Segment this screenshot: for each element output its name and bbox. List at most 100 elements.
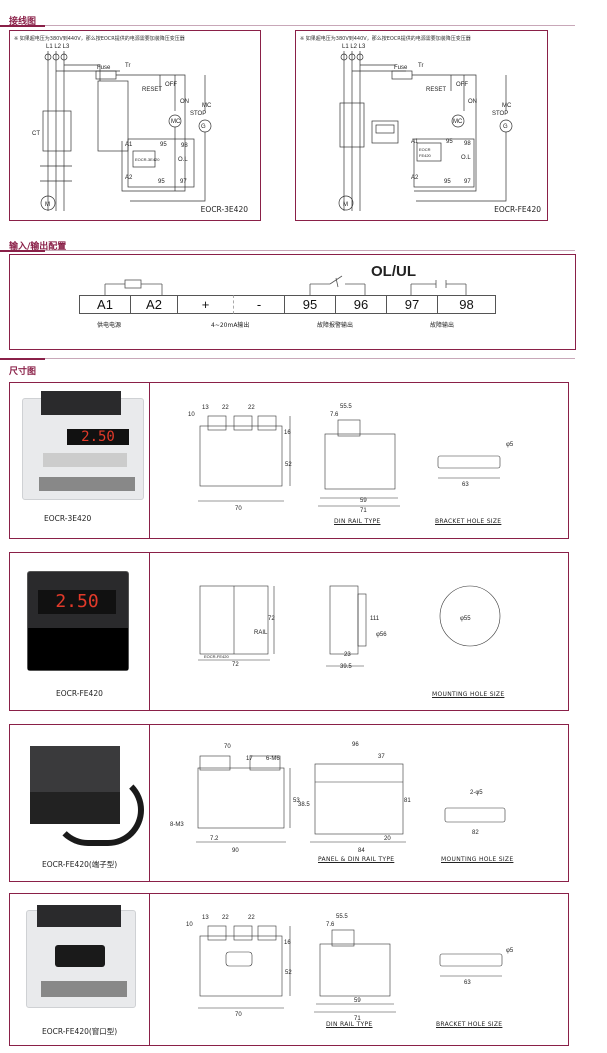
- svg-text:55.5: 55.5: [340, 404, 352, 410]
- product-row-3: [9, 724, 569, 882]
- terminal-a2: A2: [130, 295, 178, 314]
- svg-text:Fuse: Fuse: [394, 65, 408, 71]
- svg-text:97: 97: [180, 179, 187, 185]
- svg-text:φ5: φ5: [506, 948, 514, 954]
- svg-text:53: 53: [293, 798, 300, 804]
- svg-text:MC: MC: [453, 119, 463, 125]
- io-contacts: [104, 275, 467, 295]
- product-row-1: [9, 382, 569, 539]
- terminal-96: 96: [335, 295, 387, 314]
- dimension-caption: MOUNTING HOLE SIZE: [441, 856, 514, 863]
- svg-text:φ56: φ56: [376, 632, 387, 638]
- product-photo-fe420-window: [26, 905, 136, 1008]
- svg-text:38.5: 38.5: [298, 802, 310, 808]
- svg-text:OFF: OFF: [165, 82, 177, 88]
- svg-text:96: 96: [352, 742, 359, 748]
- io-config-panel: OL/UL: [9, 254, 576, 350]
- svg-text:10: 10: [186, 922, 193, 928]
- product-row-4: [9, 893, 569, 1046]
- section-title-dimensions: 尺寸图: [9, 367, 37, 377]
- svg-text:A1: A1: [411, 139, 419, 145]
- svg-text:G: G: [503, 124, 508, 130]
- svg-text:Fuse: Fuse: [97, 65, 111, 71]
- svg-text:7.6: 7.6: [330, 412, 339, 418]
- svg-text:111: 111: [370, 616, 380, 622]
- svg-text:Tr: Tr: [418, 63, 423, 69]
- svg-text:16: 16: [284, 430, 291, 436]
- product-model: EOCR-FE420: [56, 689, 103, 698]
- svg-text:17: 17: [246, 756, 253, 762]
- svg-text:39.5: 39.5: [340, 664, 352, 670]
- dimension-caption: BRACKET HOLE SIZE: [436, 1021, 503, 1028]
- svg-text:MC: MC: [202, 103, 212, 109]
- svg-text:95: 95: [446, 139, 453, 145]
- svg-text:A2: A2: [411, 175, 419, 181]
- dimension-caption: DIN RAIL TYPE: [326, 1021, 373, 1028]
- svg-text:52: 52: [285, 970, 292, 976]
- svg-text:6-M6: 6-M6: [266, 756, 280, 762]
- io-caption-fault-alarm: 故障报警输出: [317, 322, 354, 329]
- product-model: EOCR-3E420: [44, 514, 92, 523]
- svg-text:98: 98: [181, 143, 188, 149]
- svg-text:70: 70: [235, 506, 242, 512]
- svg-text:22: 22: [248, 915, 255, 921]
- svg-text:7.2: 7.2: [210, 836, 219, 842]
- svg-text:13: 13: [202, 405, 209, 411]
- svg-text:RAIL: RAIL: [254, 630, 268, 636]
- dimension-caption: MOUNTING HOLE SIZE: [432, 691, 505, 698]
- section-divider: [0, 250, 575, 252]
- svg-text:63: 63: [464, 980, 471, 986]
- svg-text:37: 37: [378, 754, 385, 760]
- svg-text:10: 10: [188, 412, 195, 418]
- dimension-drawing-1: 13 22 22 10 16 52 70 55.5 7.6 59 71 φ5 6…: [188, 404, 514, 514]
- svg-text:A2: A2: [125, 175, 133, 181]
- svg-text:72: 72: [268, 616, 275, 622]
- product-photo-3e420: 2.50: [22, 391, 144, 500]
- wiring-diagram-left: ※ 如果超电压为380V到440V，那么按EOCR提供的电源需要加装降压变压器 …: [9, 30, 261, 221]
- io-caption-fault-output: 故障输出: [430, 322, 455, 329]
- svg-text:STOP: STOP: [190, 111, 206, 117]
- svg-text:CT: CT: [32, 131, 40, 137]
- wiring-model-label: EOCR-3E420: [200, 205, 248, 214]
- svg-text:A1: A1: [125, 142, 133, 148]
- dimension-drawing-4: 13 22 22 10 16 52 70 55.5 7.6 59 71 φ5 6…: [186, 914, 514, 1022]
- svg-text:RESET: RESET: [426, 87, 446, 93]
- svg-text:95: 95: [158, 179, 165, 185]
- svg-text:52: 52: [285, 462, 292, 468]
- svg-text:71: 71: [360, 508, 367, 514]
- svg-text:STOP: STOP: [492, 111, 508, 117]
- svg-text:90: 90: [232, 848, 239, 854]
- product-display: 2.50: [38, 590, 116, 614]
- svg-text:95: 95: [160, 142, 167, 148]
- svg-text:55.5: 55.5: [336, 914, 348, 920]
- svg-text:EOCR-FE420: EOCR-FE420: [204, 654, 229, 659]
- svg-text:71: 71: [354, 1016, 361, 1022]
- svg-text:63: 63: [462, 482, 469, 488]
- svg-text:M: M: [343, 202, 348, 208]
- svg-text:O.L: O.L: [178, 157, 188, 163]
- dimension-caption: BRACKET HOLE SIZE: [435, 518, 502, 525]
- svg-text:20: 20: [384, 836, 391, 842]
- svg-text:84: 84: [358, 848, 365, 854]
- svg-text:Tr: Tr: [125, 63, 130, 69]
- section-divider: [0, 358, 575, 360]
- svg-text:OFF: OFF: [456, 82, 468, 88]
- svg-text:L1 L2 L3: L1 L2 L3: [342, 44, 366, 50]
- svg-text:13: 13: [202, 915, 209, 921]
- terminal-minus: -: [233, 295, 285, 314]
- terminal-97: 97: [386, 295, 438, 314]
- product-model: EOCR-FE420(窗口型): [42, 1027, 118, 1036]
- svg-text:O.L: O.L: [461, 155, 471, 161]
- terminal-95: 95: [284, 295, 336, 314]
- svg-text:82: 82: [472, 830, 479, 836]
- section-title-io: 输入/输出配置: [9, 242, 67, 252]
- svg-text:72: 72: [232, 662, 239, 668]
- svg-text:ON: ON: [468, 99, 477, 105]
- product-model: EOCR-FE420(端子型): [42, 860, 118, 869]
- wiring-note: ※ 如果超电压为380V到440V，那么按EOCR提供的电源需要加装降压变压器: [300, 36, 471, 42]
- terminal-plus: +: [177, 295, 233, 314]
- dimension-caption: DIN RAIL TYPE: [334, 518, 381, 525]
- svg-text:RESET: RESET: [142, 87, 162, 93]
